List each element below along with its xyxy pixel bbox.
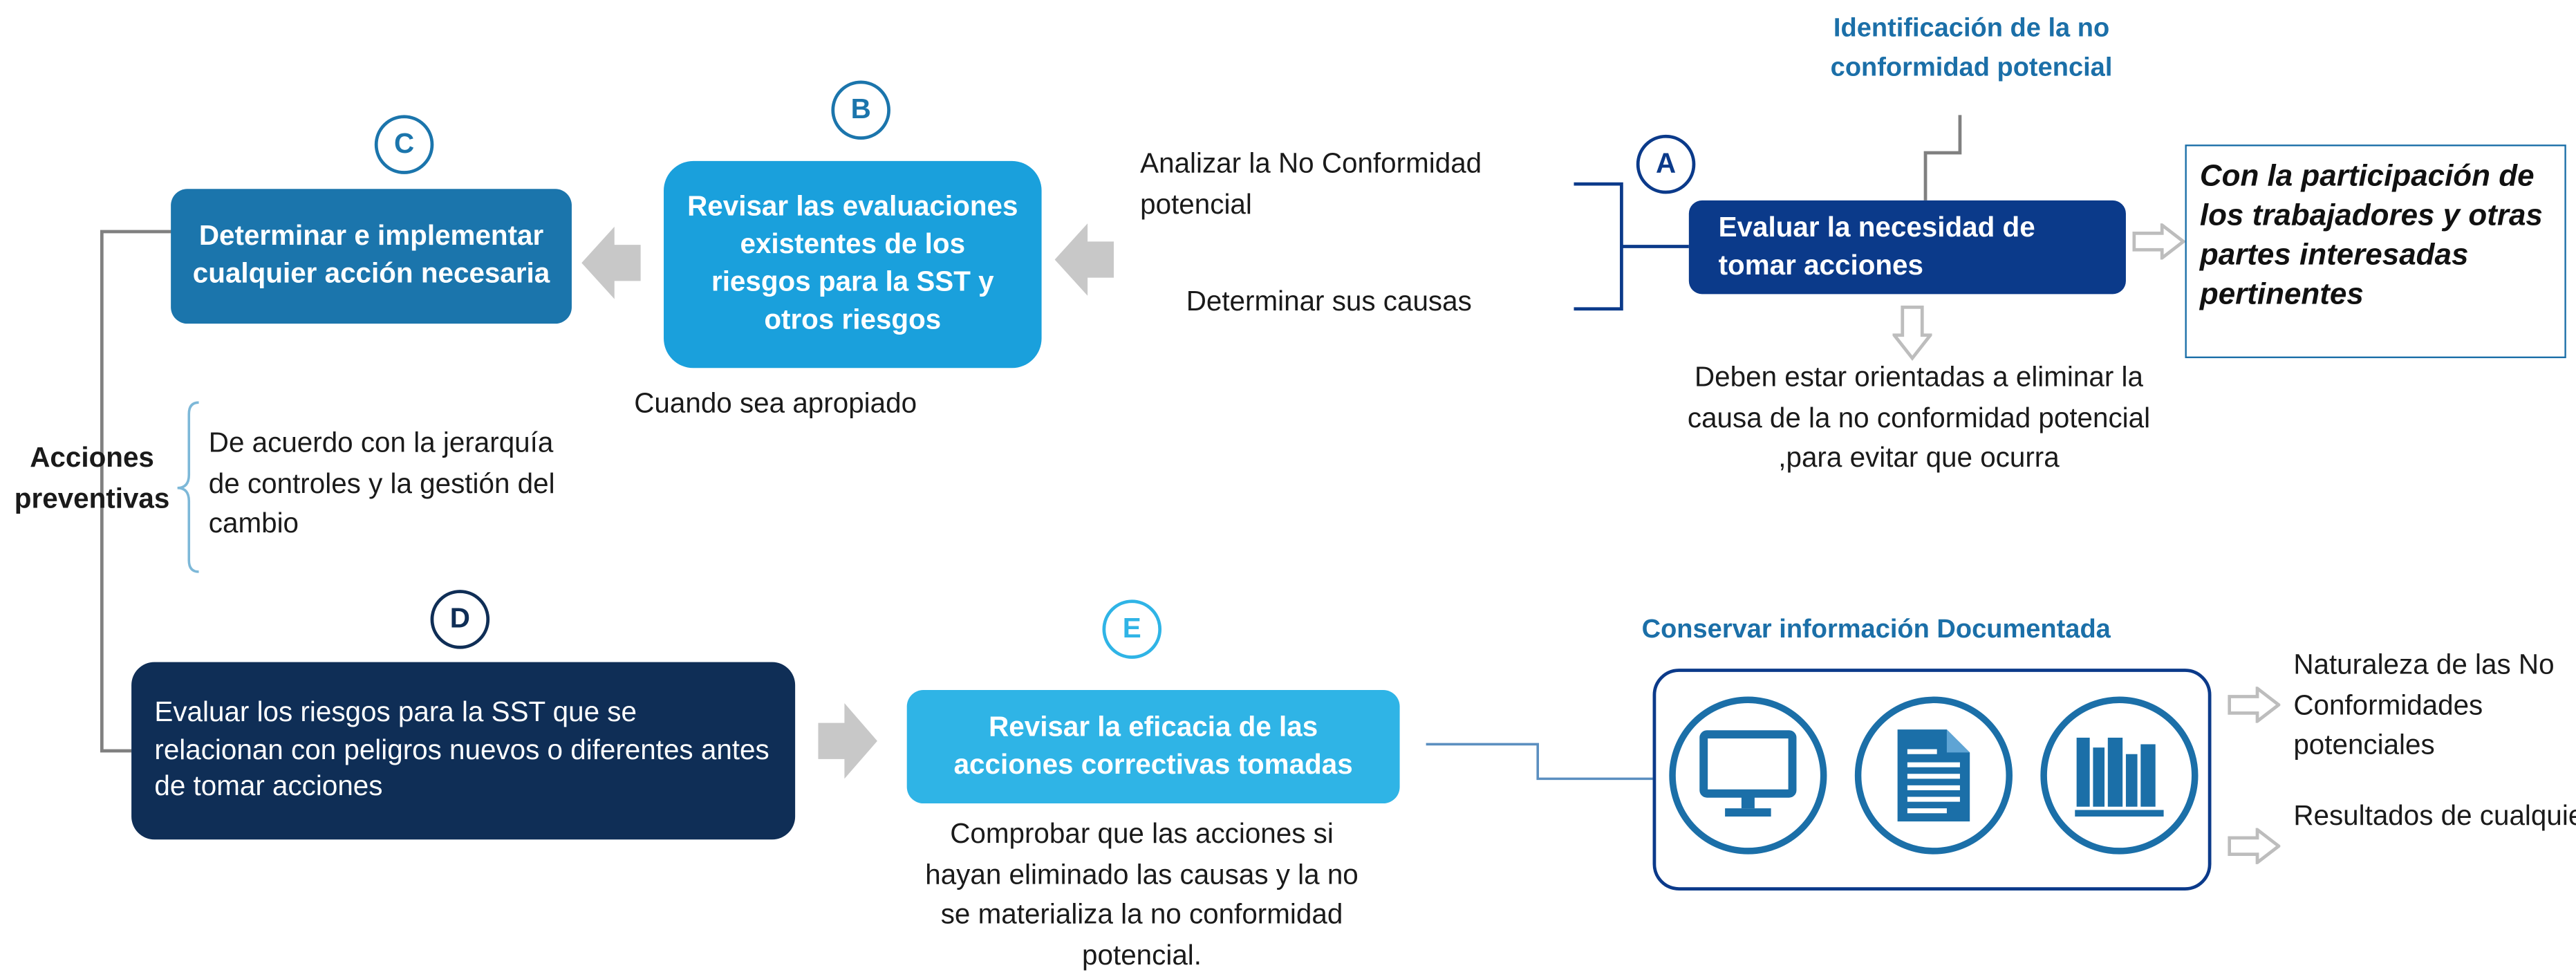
document-icon bbox=[1897, 729, 1970, 822]
note-apropiado: Cuando sea apropiado bbox=[634, 387, 917, 419]
note-orientadas: Deben estar orientadas a eliminar la cau… bbox=[1687, 361, 2151, 474]
participation-box: Con la participación de los trabajadores… bbox=[2185, 144, 2566, 359]
note-comprobar: Comprobar que las acciones si hayan elim… bbox=[925, 818, 1359, 971]
step-b-circle: B bbox=[831, 80, 890, 140]
documented-title: Conservar información Documentada bbox=[1641, 616, 2111, 644]
label-acciones-preventivas: Acciones preventivas bbox=[14, 442, 170, 514]
step-e-box: Revisar la eficacia de las acciones corr… bbox=[906, 690, 1400, 804]
note-causas: Determinar sus causas bbox=[1186, 286, 1472, 317]
participation-text: Con la participación de los trabajadores… bbox=[2199, 158, 2543, 311]
step-a-circle: A bbox=[1636, 134, 1696, 194]
step-b-box: Revisar las evaluaciones existentes de l… bbox=[664, 160, 1042, 369]
arrow-output-1 bbox=[2228, 687, 2281, 723]
step-a-text: Evaluar la necesidad de tomar acciones bbox=[1718, 211, 2035, 281]
doc-icon-circle-2 bbox=[1854, 696, 2013, 855]
step-d-text: Evaluar los riesgos para la SST que se r… bbox=[154, 696, 769, 803]
step-a-box: Evaluar la necesidad de tomar acciones bbox=[1688, 200, 2126, 295]
step-c-circle: C bbox=[374, 115, 434, 174]
output-naturaleza: Naturaleza de las No Conformidades poten… bbox=[2293, 649, 2555, 761]
step-b-text: Revisar las evaluaciones existentes de l… bbox=[687, 190, 1018, 335]
top-label: Identificación de la no conformidad pote… bbox=[1830, 15, 2113, 82]
monitor-icon bbox=[1699, 730, 1797, 817]
step-e-text: Revisar la eficacia de las acciones corr… bbox=[953, 710, 1353, 780]
step-c-box: Determinar e implementar cualquier acció… bbox=[171, 189, 572, 324]
books-icon bbox=[2075, 737, 2164, 817]
arrow-a-to-b bbox=[1054, 223, 1114, 296]
step-e-circle: E bbox=[1102, 599, 1162, 659]
output-resultados: Resultados de cualquier acción preventiv… bbox=[2293, 800, 2576, 832]
doc-icon-circle-3 bbox=[2040, 696, 2199, 855]
arrow-output-2 bbox=[2228, 828, 2281, 864]
arrow-a-right bbox=[2132, 223, 2185, 260]
arrow-d-to-e bbox=[818, 703, 877, 779]
note-jerarquia: De acuerdo con la jerarquía de controles… bbox=[208, 427, 555, 540]
step-d-box: Evaluar los riesgos para la SST que se r… bbox=[131, 662, 796, 840]
step-d-circle: D bbox=[430, 590, 490, 649]
arrow-a-down bbox=[1892, 305, 1932, 361]
step-c-text: Determinar e implementar cualquier acció… bbox=[192, 220, 550, 290]
arrow-b-to-c bbox=[581, 226, 641, 299]
note-analizar: Analizar la No Conformidad potencial bbox=[1140, 147, 1482, 220]
doc-icon-circle-1 bbox=[1669, 696, 1827, 855]
